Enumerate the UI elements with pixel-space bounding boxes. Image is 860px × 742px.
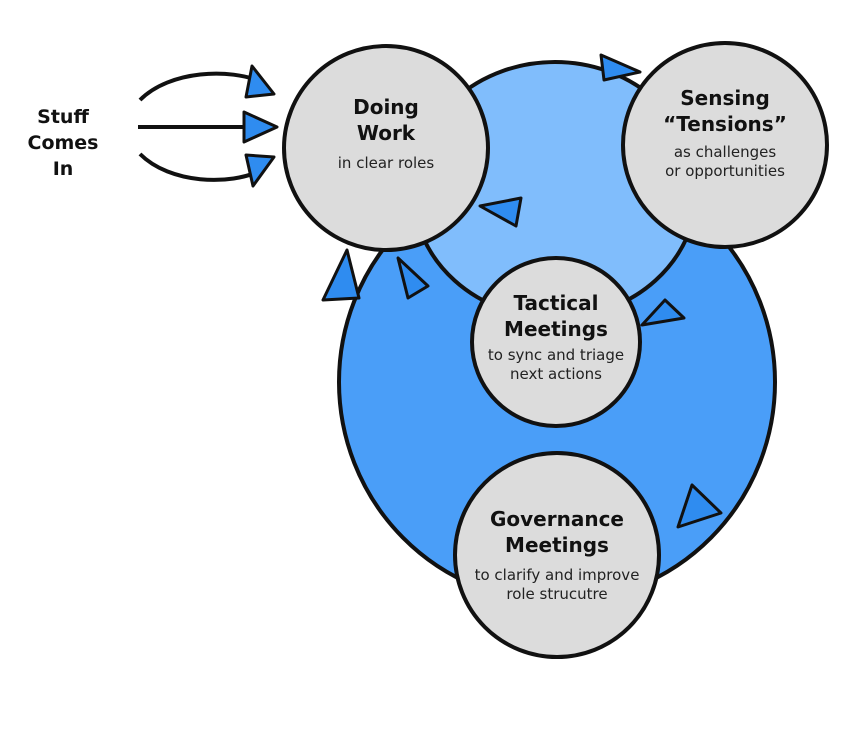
sensing-title-line2: “Tensions” — [663, 112, 787, 136]
arrowhead-to-doing-work-icon — [478, 196, 523, 228]
doing-work-title-line2: Work — [356, 121, 416, 145]
input-arrow-bottom — [138, 152, 263, 182]
arrowhead-to-sensing-icon — [599, 53, 642, 82]
input-label-line1: Stuff — [37, 106, 89, 128]
tactical-subtitle-line2: next actions — [510, 365, 602, 383]
arrowhead-governance-to-doing-icon — [321, 248, 361, 302]
arrowhead-to-tactical-icon — [640, 298, 686, 327]
governance-node — [453, 451, 661, 659]
doing-work-subtitle: in clear roles — [337, 154, 435, 172]
doing-work-text: Doing Work in clear roles — [306, 94, 466, 173]
tactical-text: Tactical Meetings to sync and triage nex… — [476, 290, 636, 384]
governance-title-line2: Meetings — [505, 533, 609, 557]
tactical-title-line2: Meetings — [504, 317, 608, 341]
tactical-title-line1: Tactical — [513, 291, 599, 315]
governance-text: Governance Meetings to clarify and impro… — [467, 506, 647, 604]
stuff-comes-in-label: Stuff Comes In — [18, 104, 108, 182]
doing-work-node — [282, 44, 490, 252]
governance-subtitle-line2: role strucutre — [506, 585, 608, 603]
governance-title-line1: Governance — [489, 507, 624, 531]
sensing-title-line1: Sensing — [680, 86, 770, 110]
input-arrow-top — [138, 71, 263, 102]
arrowhead-tactical-to-doing-icon — [396, 256, 430, 300]
sensing-subtitle-line2: or opportunities — [665, 162, 785, 180]
sensing-node — [621, 41, 829, 249]
input-arrowhead-bottom-icon — [244, 153, 276, 188]
input-arrowhead-top-icon — [244, 64, 276, 99]
arrowhead-to-governance-icon — [676, 483, 723, 529]
sensing-subtitle-line1: as challenges — [673, 143, 777, 161]
sensing-text: Sensing “Tensions” as challenges or oppo… — [640, 85, 810, 181]
governance-subtitle-line1: to clarify and improve — [474, 566, 640, 584]
doing-work-title-line1: Doing — [353, 95, 419, 119]
tactical-node — [470, 256, 642, 428]
input-arrowhead-middle-icon — [242, 110, 279, 144]
tactical-subtitle-line1: to sync and triage — [487, 346, 625, 364]
input-label-line2: Comes In — [27, 132, 99, 180]
